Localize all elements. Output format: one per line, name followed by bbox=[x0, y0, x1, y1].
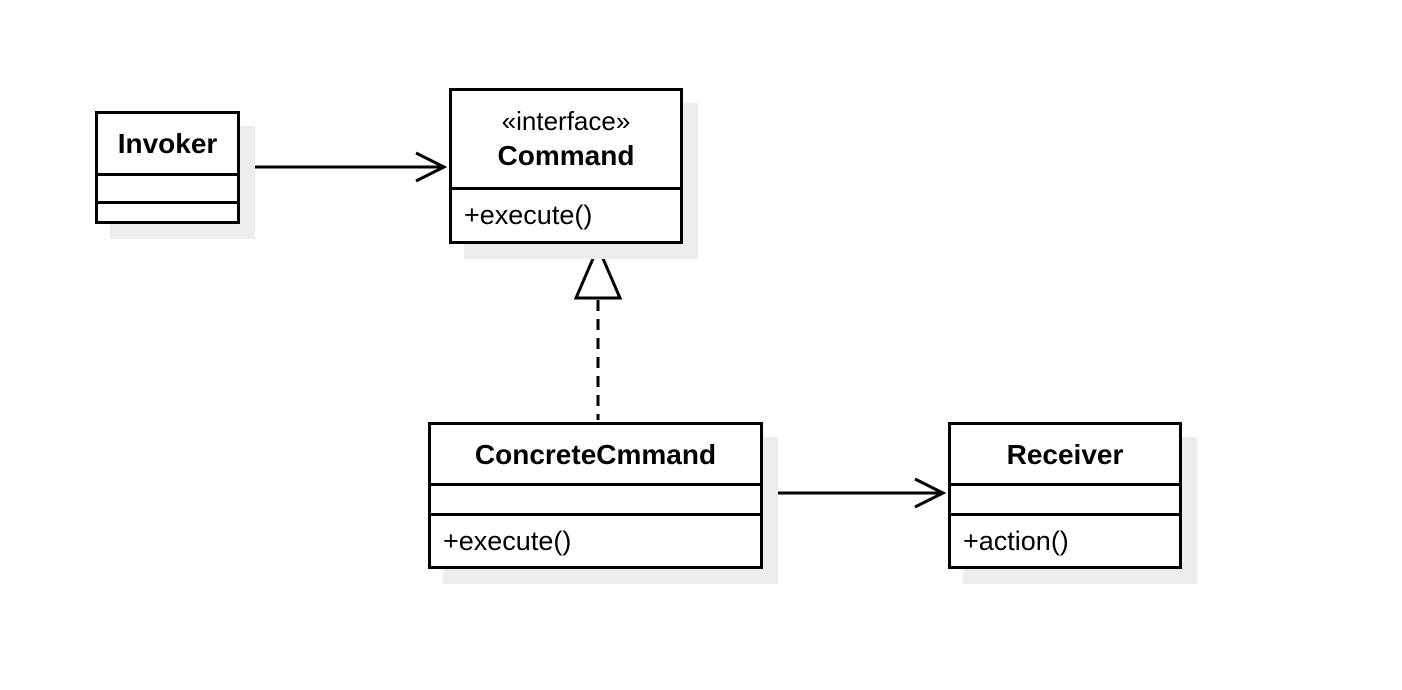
method-label: +execute() bbox=[443, 525, 572, 556]
open-arrowhead-icon bbox=[914, 477, 947, 509]
method-label: +execute() bbox=[464, 200, 593, 230]
class-concretecmmand[interactable]: ConcreteCmmand +execute() bbox=[428, 422, 763, 569]
attributes-compartment bbox=[431, 483, 760, 513]
edge-concrete-to-command-realization bbox=[573, 243, 623, 420]
class-title: Receiver bbox=[951, 425, 1179, 483]
methods-compartment: +action() bbox=[951, 513, 1179, 566]
class-title: ConcreteCmmand bbox=[431, 425, 760, 483]
class-name: Receiver bbox=[1006, 438, 1124, 470]
class-name: Command bbox=[497, 139, 635, 171]
class-title: Invoker bbox=[98, 114, 237, 173]
class-name: ConcreteCmmand bbox=[474, 438, 717, 470]
edge-invoker-to-command bbox=[240, 151, 448, 183]
hollow-triangle-arrowhead-icon bbox=[573, 243, 623, 300]
attributes-compartment bbox=[951, 483, 1179, 513]
class-invoker[interactable]: Invoker bbox=[95, 111, 240, 224]
method-label: +action() bbox=[963, 525, 1069, 556]
attributes-compartment bbox=[98, 173, 237, 201]
stereotype-label: «interface» bbox=[501, 106, 631, 137]
class-title: «interface» Command bbox=[452, 91, 680, 187]
class-name: Invoker bbox=[117, 128, 218, 159]
class-command[interactable]: «interface» Command +execute() bbox=[449, 88, 683, 244]
methods-compartment: +execute() bbox=[431, 513, 760, 566]
edge-concrete-to-receiver bbox=[763, 477, 947, 509]
open-arrowhead-icon bbox=[415, 151, 448, 183]
methods-compartment: +execute() bbox=[452, 187, 680, 241]
class-receiver[interactable]: Receiver +action() bbox=[948, 422, 1182, 569]
methods-compartment bbox=[98, 201, 237, 221]
